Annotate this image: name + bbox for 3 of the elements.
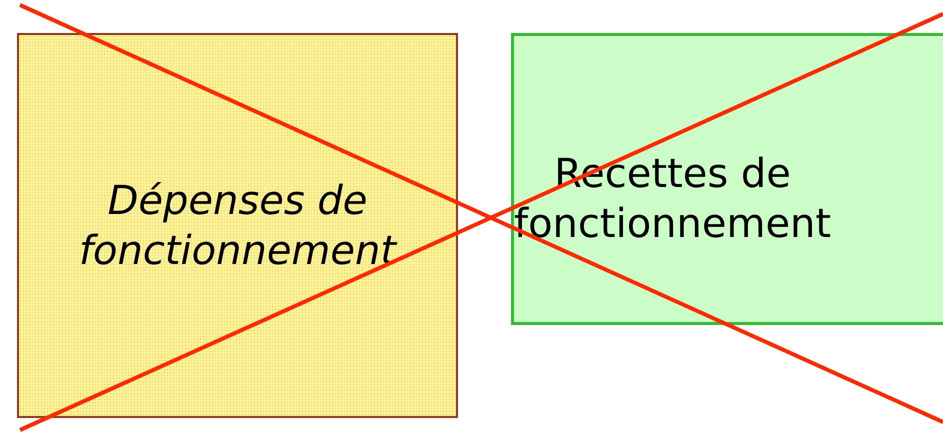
box-title: Dépenses de fonctionnement (78, 176, 396, 276)
expense-box (17, 33, 458, 418)
revenue-box (511, 33, 943, 325)
